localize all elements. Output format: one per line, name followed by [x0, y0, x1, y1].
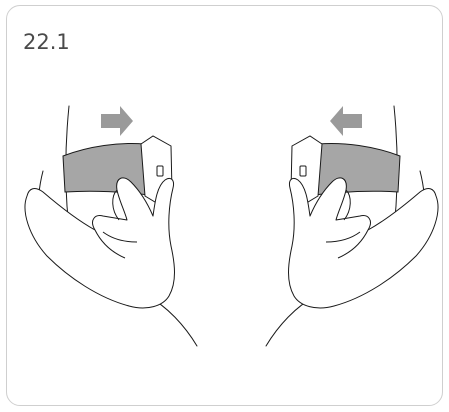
arrow-right-icon	[101, 106, 133, 136]
instruction-card: 22.1	[6, 5, 443, 406]
instruction-illustration	[7, 6, 443, 406]
arrow-left-icon	[330, 106, 362, 136]
right-panel	[266, 106, 438, 346]
left-panel	[25, 106, 197, 346]
